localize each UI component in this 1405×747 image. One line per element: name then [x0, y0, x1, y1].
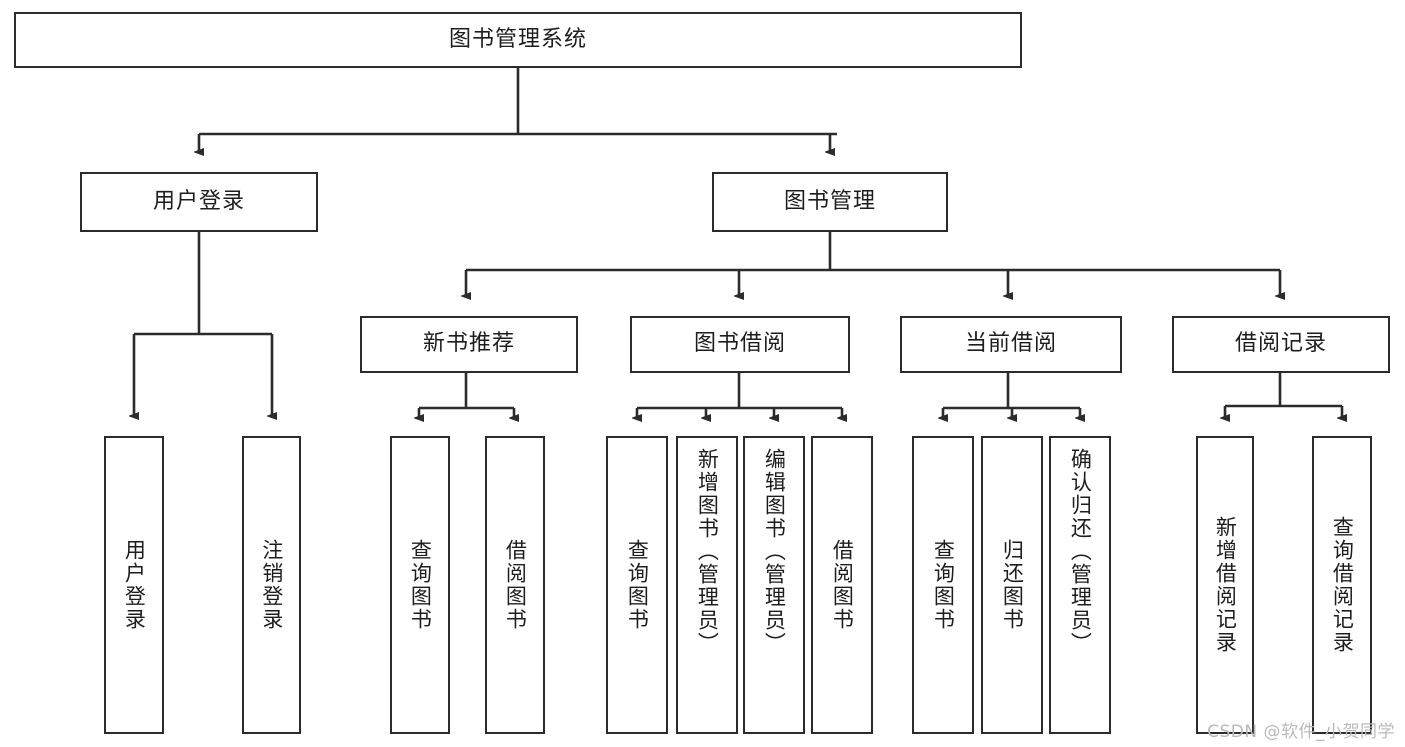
node-leaf-return-book[interactable]: 归还图书 — [981, 436, 1043, 734]
node-new-book-recommend-label: 新书推荐 — [422, 331, 515, 357]
node-book-manage[interactable]: 图书管理 — [712, 172, 948, 232]
node-leaf-query-borrow-record[interactable]: 查询借阅记录 — [1312, 436, 1372, 734]
node-book-manage-label: 图书管理 — [783, 188, 876, 214]
node-borrow-record[interactable]: 借阅记录 — [1172, 316, 1390, 373]
node-leaf-query-book-current[interactable]: 查询图书 — [912, 436, 974, 734]
node-current-borrow-label: 当前借阅 — [964, 331, 1057, 357]
node-book-borrow-label: 图书借阅 — [693, 331, 786, 357]
node-root[interactable]: 图书管理系统 — [14, 12, 1022, 68]
node-leaf-edit-book-admin[interactable]: 编辑图书（管理员） — [743, 436, 805, 734]
node-leaf-add-book-admin[interactable]: 新增图书（管理员） — [676, 436, 738, 734]
node-book-borrow[interactable]: 图书借阅 — [630, 316, 850, 373]
node-user-login[interactable]: 用户登录 — [80, 172, 318, 232]
node-leaf-logout-login[interactable]: 注销登录 — [242, 436, 301, 734]
node-borrow-record-label: 借阅记录 — [1234, 331, 1327, 357]
node-leaf-add-borrow-record[interactable]: 新增借阅记录 — [1196, 436, 1254, 734]
csdn-watermark: CSDN @软件_小贺同学 — [1207, 722, 1395, 742]
node-leaf-user-login[interactable]: 用户登录 — [104, 436, 164, 734]
node-leaf-confirm-return-admin[interactable]: 确认归还（管理员） — [1049, 436, 1111, 734]
node-new-book-recommend[interactable]: 新书推荐 — [360, 316, 578, 373]
node-leaf-query-book-recommend[interactable]: 查询图书 — [390, 436, 450, 734]
node-user-login-label: 用户登录 — [152, 188, 245, 214]
node-leaf-query-book-borrow[interactable]: 查询图书 — [606, 436, 668, 734]
node-leaf-borrow-book-recommend[interactable]: 借阅图书 — [485, 436, 545, 734]
node-current-borrow[interactable]: 当前借阅 — [900, 316, 1122, 373]
node-leaf-borrow-book[interactable]: 借阅图书 — [811, 436, 873, 734]
node-root-label: 图书管理系统 — [448, 26, 587, 52]
